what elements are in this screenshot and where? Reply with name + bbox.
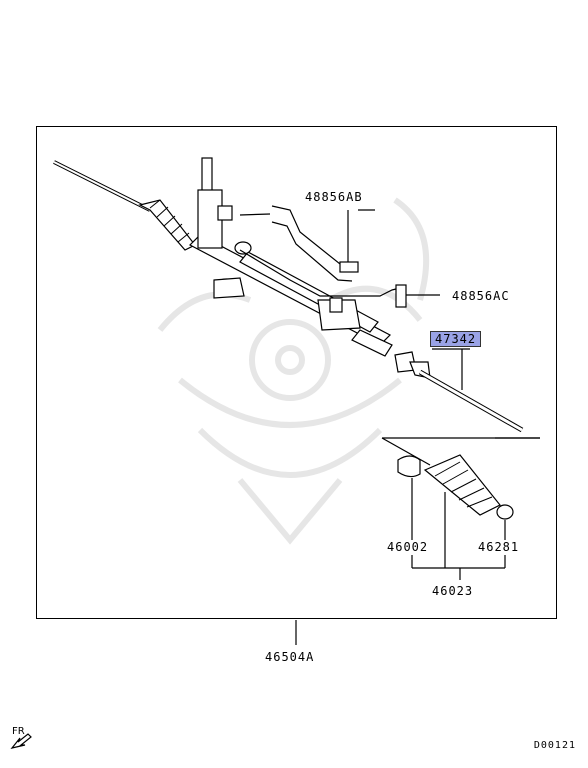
diagram-code: D00121: [533, 740, 576, 751]
fr-arrow-icon: [10, 733, 32, 749]
part-label-46281[interactable]: 46281: [478, 540, 520, 554]
diagram-frame: [36, 126, 557, 619]
part-label-46002[interactable]: 46002: [387, 540, 429, 554]
pressure-lines: [239, 205, 407, 308]
rack-assembly: [53, 157, 393, 357]
watermark-emblem: [157, 197, 430, 545]
part-label-46504A[interactable]: 46504A: [265, 650, 315, 664]
part-label-47342[interactable]: 47342: [430, 331, 482, 347]
boot-kit: [397, 454, 514, 520]
part-label-46023[interactable]: 46023: [432, 584, 474, 598]
tie-rod-47342: [394, 351, 524, 433]
front-indicator-label: FR: [12, 726, 25, 737]
part-label-48856AC[interactable]: 48856AC: [452, 289, 510, 303]
part-label-48856AB[interactable]: 48856AB: [305, 190, 363, 204]
leader-lines: [295, 209, 540, 645]
